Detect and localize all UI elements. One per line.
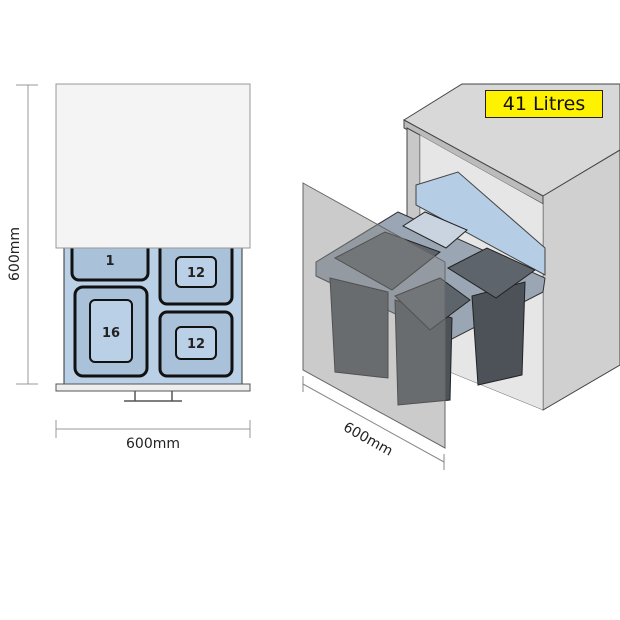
drawer-slide [415, 171, 546, 276]
cabinet-side [542, 149, 620, 411]
bin-12-bottom: 12 [158, 310, 234, 378]
depth-dimension-line [302, 376, 445, 470]
bins [329, 211, 536, 406]
width-label: 600mm [126, 436, 180, 452]
bin-label: 1 [105, 254, 114, 269]
drawer-foot [124, 391, 182, 402]
height-dimension-line [16, 84, 38, 385]
bin-label: 12 [187, 337, 205, 352]
drawer-base [55, 383, 251, 392]
depth-label: 600mm [340, 419, 395, 459]
bin-label: 12 [187, 266, 205, 281]
front-view: 1 12 16 12 600mm 600mm [7, 83, 251, 452]
width-dimension-line [55, 420, 251, 438]
door-panel [302, 182, 446, 449]
bin-16: 16 [73, 285, 149, 378]
capacity-badge: 41 Litres [485, 90, 603, 118]
height-label: 600mm [7, 227, 23, 281]
cabinet-front-panel [55, 83, 251, 249]
bin-label: 16 [102, 326, 120, 341]
iso-view: 600mm [302, 83, 620, 470]
